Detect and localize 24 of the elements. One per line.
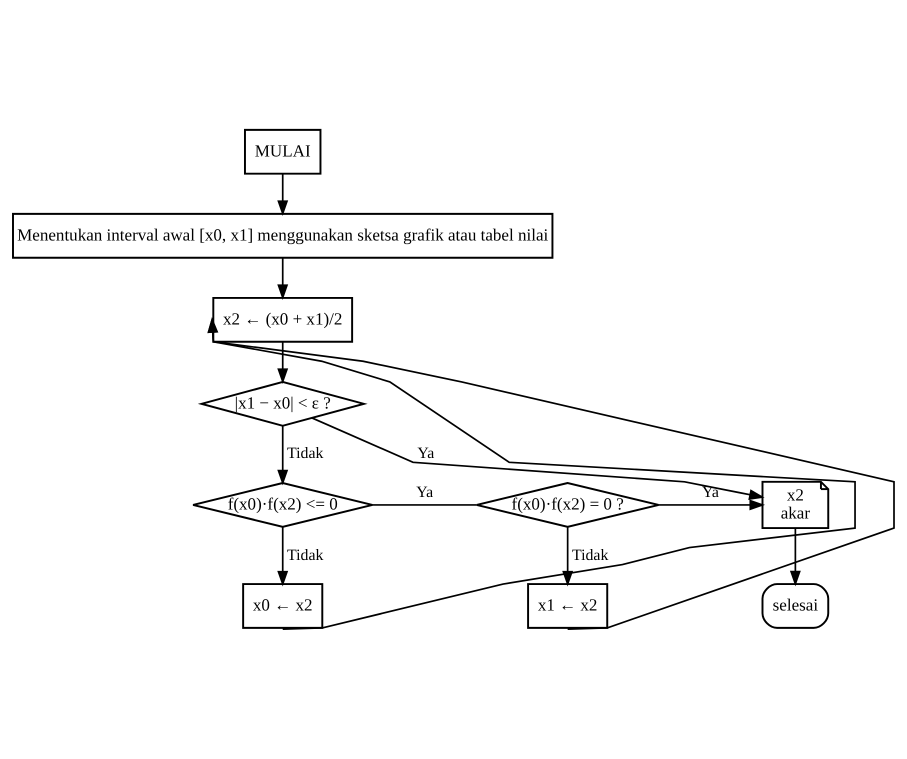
arrow — [277, 174, 288, 216]
edge-label: Ya — [417, 444, 434, 462]
arrow — [277, 342, 288, 384]
edge-label: Ya — [416, 484, 434, 501]
arrow — [277, 426, 288, 486]
edge-label: Ya — [702, 484, 719, 501]
node-box: MULAI — [244, 128, 322, 175]
arrow — [277, 258, 288, 300]
edge-label: Tidak — [287, 547, 324, 564]
arrow — [658, 499, 766, 510]
node-diamond: |x1 − x0| < ε ? — [198, 380, 368, 427]
node-box: x0 ← x2 — [242, 583, 324, 629]
node-box: x1 ← x2 — [527, 583, 608, 629]
edge-label: Tidak — [572, 547, 608, 564]
node-box: Menentukan interval awal [x0, x1] menggunakan sketsa grafik atau tabel nilai — [12, 212, 554, 259]
edge-label: Tidak — [287, 444, 324, 462]
arrow — [312, 417, 765, 500]
node-diamond: f(x0)·f(x2) <= 0 — [192, 482, 374, 528]
node-box: x2 ← (x0 + x1)/2 — [212, 296, 354, 343]
arrow — [790, 528, 801, 586]
node-box: selesai — [762, 583, 830, 629]
connector — [372, 504, 476, 506]
node-diamond: f(x0)·f(x2) = 0 ? — [476, 482, 660, 528]
arrow — [277, 527, 288, 586]
